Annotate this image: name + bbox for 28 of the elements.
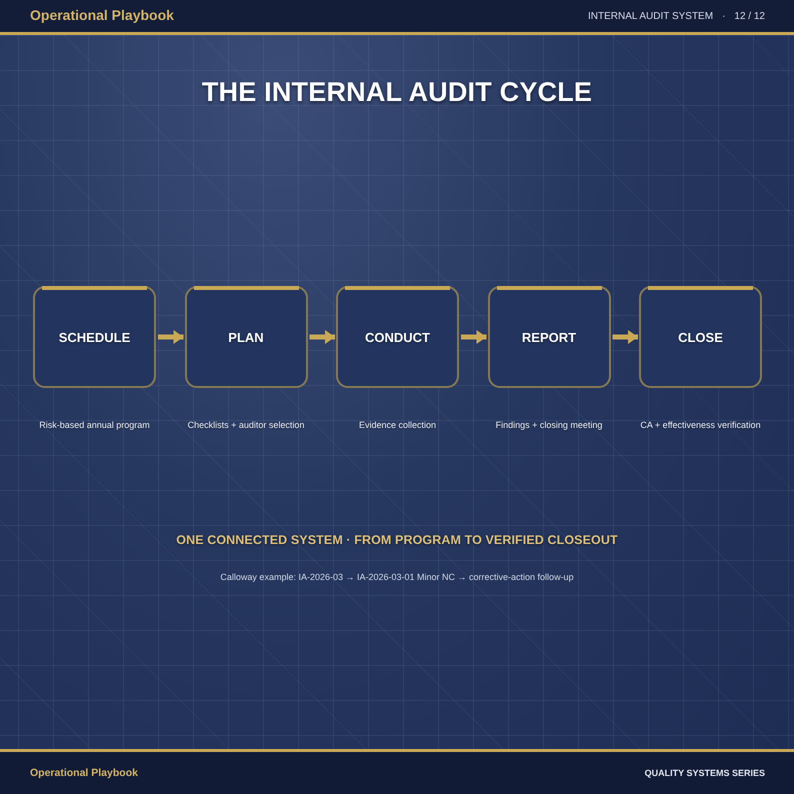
step-description: Findings + closing meeting [496,419,602,431]
separator-dot: · [722,10,726,23]
step-label: REPORT [522,330,576,344]
footer-title: Operational Playbook [30,767,138,780]
arrow [461,330,486,344]
step-box [336,286,459,388]
step-box [639,286,762,388]
step-description: CA + effectiveness verification [640,419,761,431]
step-description: Checklists + auditor selection [188,419,304,431]
step-label: PLAN [228,330,264,344]
step-description: Evidence collection [358,419,436,431]
tagline: ONE CONNECTED SYSTEM · FROM PROGRAM TO VERIFIED CLOSEOUT [176,534,618,547]
page-number: 12 / 12 [734,10,765,23]
header-title: Operational Playbook [30,9,174,22]
step-description: Risk-based annual program [39,419,150,431]
step-box [184,286,308,388]
arrow [310,330,335,344]
step-label: CONDUCT [365,330,430,344]
step-label: SCHEDULE [58,330,130,344]
step-box [33,286,156,388]
example-note: Calloway example: IA-2026-03 → IA-2026-03-01 Minor NC → corrective-action follow-up [220,571,574,584]
section-label: INTERNAL AUDIT SYSTEM [588,10,714,23]
series-label: QUALITY SYSTEMS SERIES [644,767,765,780]
diagram-title: THE INTERNAL AUDIT CYCLE [202,76,592,109]
step-label: CLOSE [678,330,723,344]
step-box [488,286,610,388]
arrow [158,330,184,344]
arrow [612,330,638,344]
